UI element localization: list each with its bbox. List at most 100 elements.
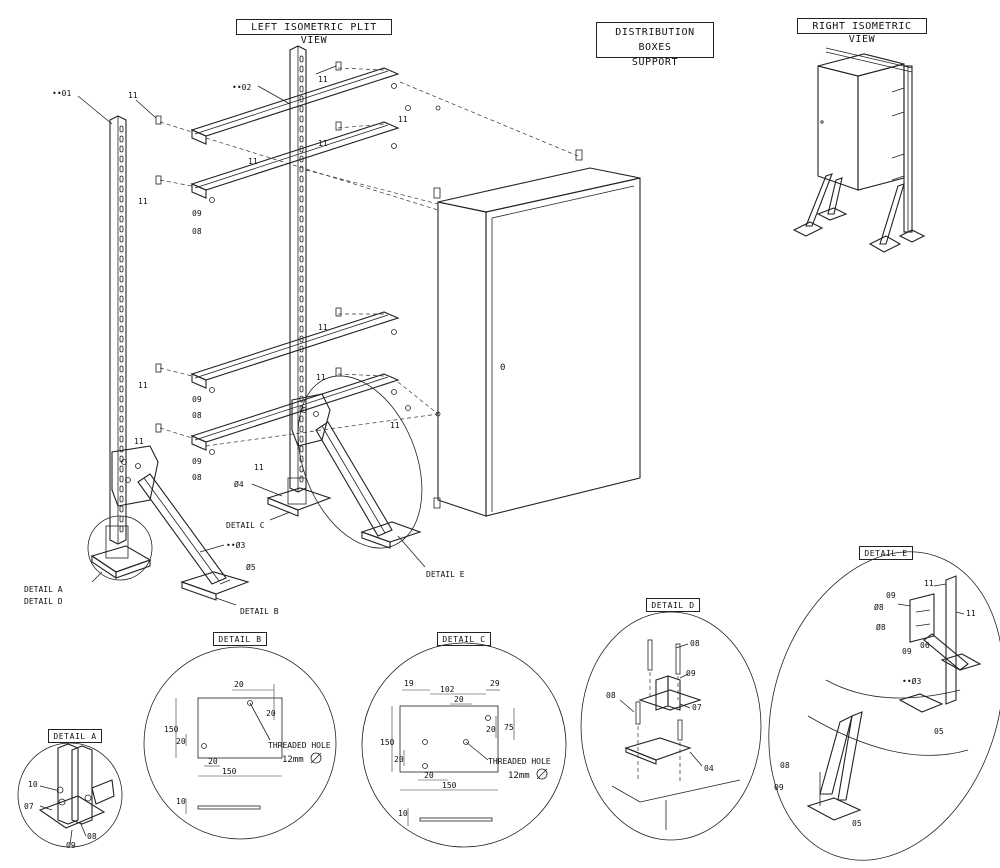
post-slot — [299, 385, 304, 393]
detail-e-label-11b: 11 — [966, 609, 976, 618]
detail-e-label-09b: 09 — [902, 647, 912, 656]
post-slot — [299, 315, 304, 323]
part-01-label: ••01 — [52, 89, 71, 98]
detail-b-dim-20-right: 20 — [266, 709, 276, 718]
post-slot — [299, 205, 304, 213]
post-slot — [299, 405, 304, 413]
base-plate-brace-left — [180, 571, 250, 601]
detail-a-label-08: 08 — [87, 832, 97, 841]
detail-d-drawing — [580, 611, 762, 841]
detail-e-label-09c: 09 — [774, 783, 784, 792]
callout-detail-d: DETAIL D — [24, 597, 63, 606]
detail-c-dim-10: 10 — [398, 809, 408, 818]
distribution-boxes-title-line2: SUPPORT — [631, 57, 679, 68]
post-slot — [119, 515, 124, 523]
post-slot — [299, 415, 304, 423]
part-11-label: 11 — [134, 437, 144, 446]
post-slot — [119, 185, 124, 193]
part-11-label: 11 — [398, 115, 408, 124]
post-slot — [299, 365, 304, 373]
post-slot — [299, 65, 304, 73]
post-slot — [119, 255, 124, 263]
post-bracket-left — [111, 445, 159, 507]
detail-c-note: THREADED HOLE — [488, 757, 551, 766]
detail-e-label-11a: 11 — [924, 579, 934, 588]
post-slot — [119, 345, 124, 353]
detail-c-dim-75: 75 — [504, 723, 514, 732]
post-slot — [119, 405, 124, 413]
detail-c-dim-19: 19 — [404, 679, 414, 688]
post-slot — [299, 165, 304, 173]
part-08-label: 08 — [192, 227, 202, 236]
part-11-label: 11 — [128, 91, 138, 100]
post-slot — [299, 115, 304, 123]
part-09-label: 09 — [192, 209, 202, 218]
post-slot — [299, 425, 304, 433]
part-11-label: 11 — [318, 139, 328, 148]
post-slot — [299, 125, 304, 133]
detail-b-dim-150-h: 150 — [222, 767, 237, 776]
distribution-boxes-title: DISTRIBUTION BOXES SUPPORT — [596, 22, 714, 68]
detail-d-label-08: 08 — [690, 639, 700, 648]
post-slot — [299, 135, 304, 143]
post-slot — [119, 395, 124, 403]
post-slot — [119, 125, 124, 133]
part-02-label: ••02 — [232, 83, 251, 92]
part-11-label: 11 — [138, 381, 148, 390]
post-slot — [119, 195, 124, 203]
post-slot — [119, 315, 124, 323]
detail-b-note: THREADED HOLE — [268, 741, 331, 750]
post-bracket-right — [291, 393, 331, 447]
post-slot — [119, 295, 124, 303]
rail-1 — [190, 67, 400, 145]
base-plate-middle-post — [266, 477, 332, 517]
part-11-label: 11 — [318, 75, 328, 84]
post-slot — [119, 465, 124, 473]
distribution-boxes-title-line1: DISTRIBUTION BOXES — [615, 27, 695, 53]
detail-e-title: DETAIL E — [859, 546, 913, 560]
post-slot — [119, 355, 124, 363]
detail-c-note-size: 12mm — [508, 771, 530, 781]
post-slot — [299, 275, 304, 283]
diagonal-brace-left — [137, 473, 227, 585]
post-slot — [299, 215, 304, 223]
base-plate-left-post — [90, 525, 152, 580]
post-slot — [119, 505, 124, 513]
part-08-label: 08 — [192, 411, 202, 420]
detail-e-label-08b: Ø8 — [876, 622, 886, 632]
distribution-box: 0 — [433, 149, 641, 517]
main-leaders — [77, 65, 426, 606]
post-slot — [299, 85, 304, 93]
detail-a-label-07: 07 — [24, 802, 34, 811]
part-11-label: 11 — [390, 421, 400, 430]
post-slot — [119, 495, 124, 503]
right-isometric-title: RIGHT ISOMETRIC VIEW — [797, 18, 927, 45]
post-slot — [299, 255, 304, 263]
detail-b-note-size: 12mm — [282, 755, 304, 765]
callout-detail-a: DETAIL A — [24, 585, 63, 594]
right-isometric-view — [792, 47, 926, 253]
detail-e-drawing — [768, 551, 1000, 861]
callout-detail-e: DETAIL E — [426, 570, 465, 579]
detail-b-title: DETAIL B — [213, 632, 267, 646]
part-11-label: 11 — [248, 157, 258, 166]
detail-b-dim-10: 10 — [176, 797, 186, 806]
detail-callout-circles — [87, 375, 423, 581]
detail-b-drawing — [143, 646, 337, 840]
detail-a-title: DETAIL A — [48, 729, 102, 743]
post-slot — [119, 335, 124, 343]
detail-c-dim-150-h: 150 — [442, 781, 457, 790]
post-slot — [299, 295, 304, 303]
detail-c-dim-20-top: 20 — [454, 695, 464, 704]
detail-a-d-callout-circle — [87, 515, 153, 581]
post-slot — [299, 305, 304, 313]
part-11-label: 11 — [316, 373, 326, 382]
base-plate-brace-right — [360, 521, 422, 549]
detail-c-dim-20-r: 20 — [486, 725, 496, 734]
detail-c-dim-29: 29 — [490, 679, 500, 688]
post-slot — [299, 395, 304, 403]
rail-2 — [190, 121, 400, 199]
detail-c-dim-150-v: 150 — [380, 738, 395, 747]
